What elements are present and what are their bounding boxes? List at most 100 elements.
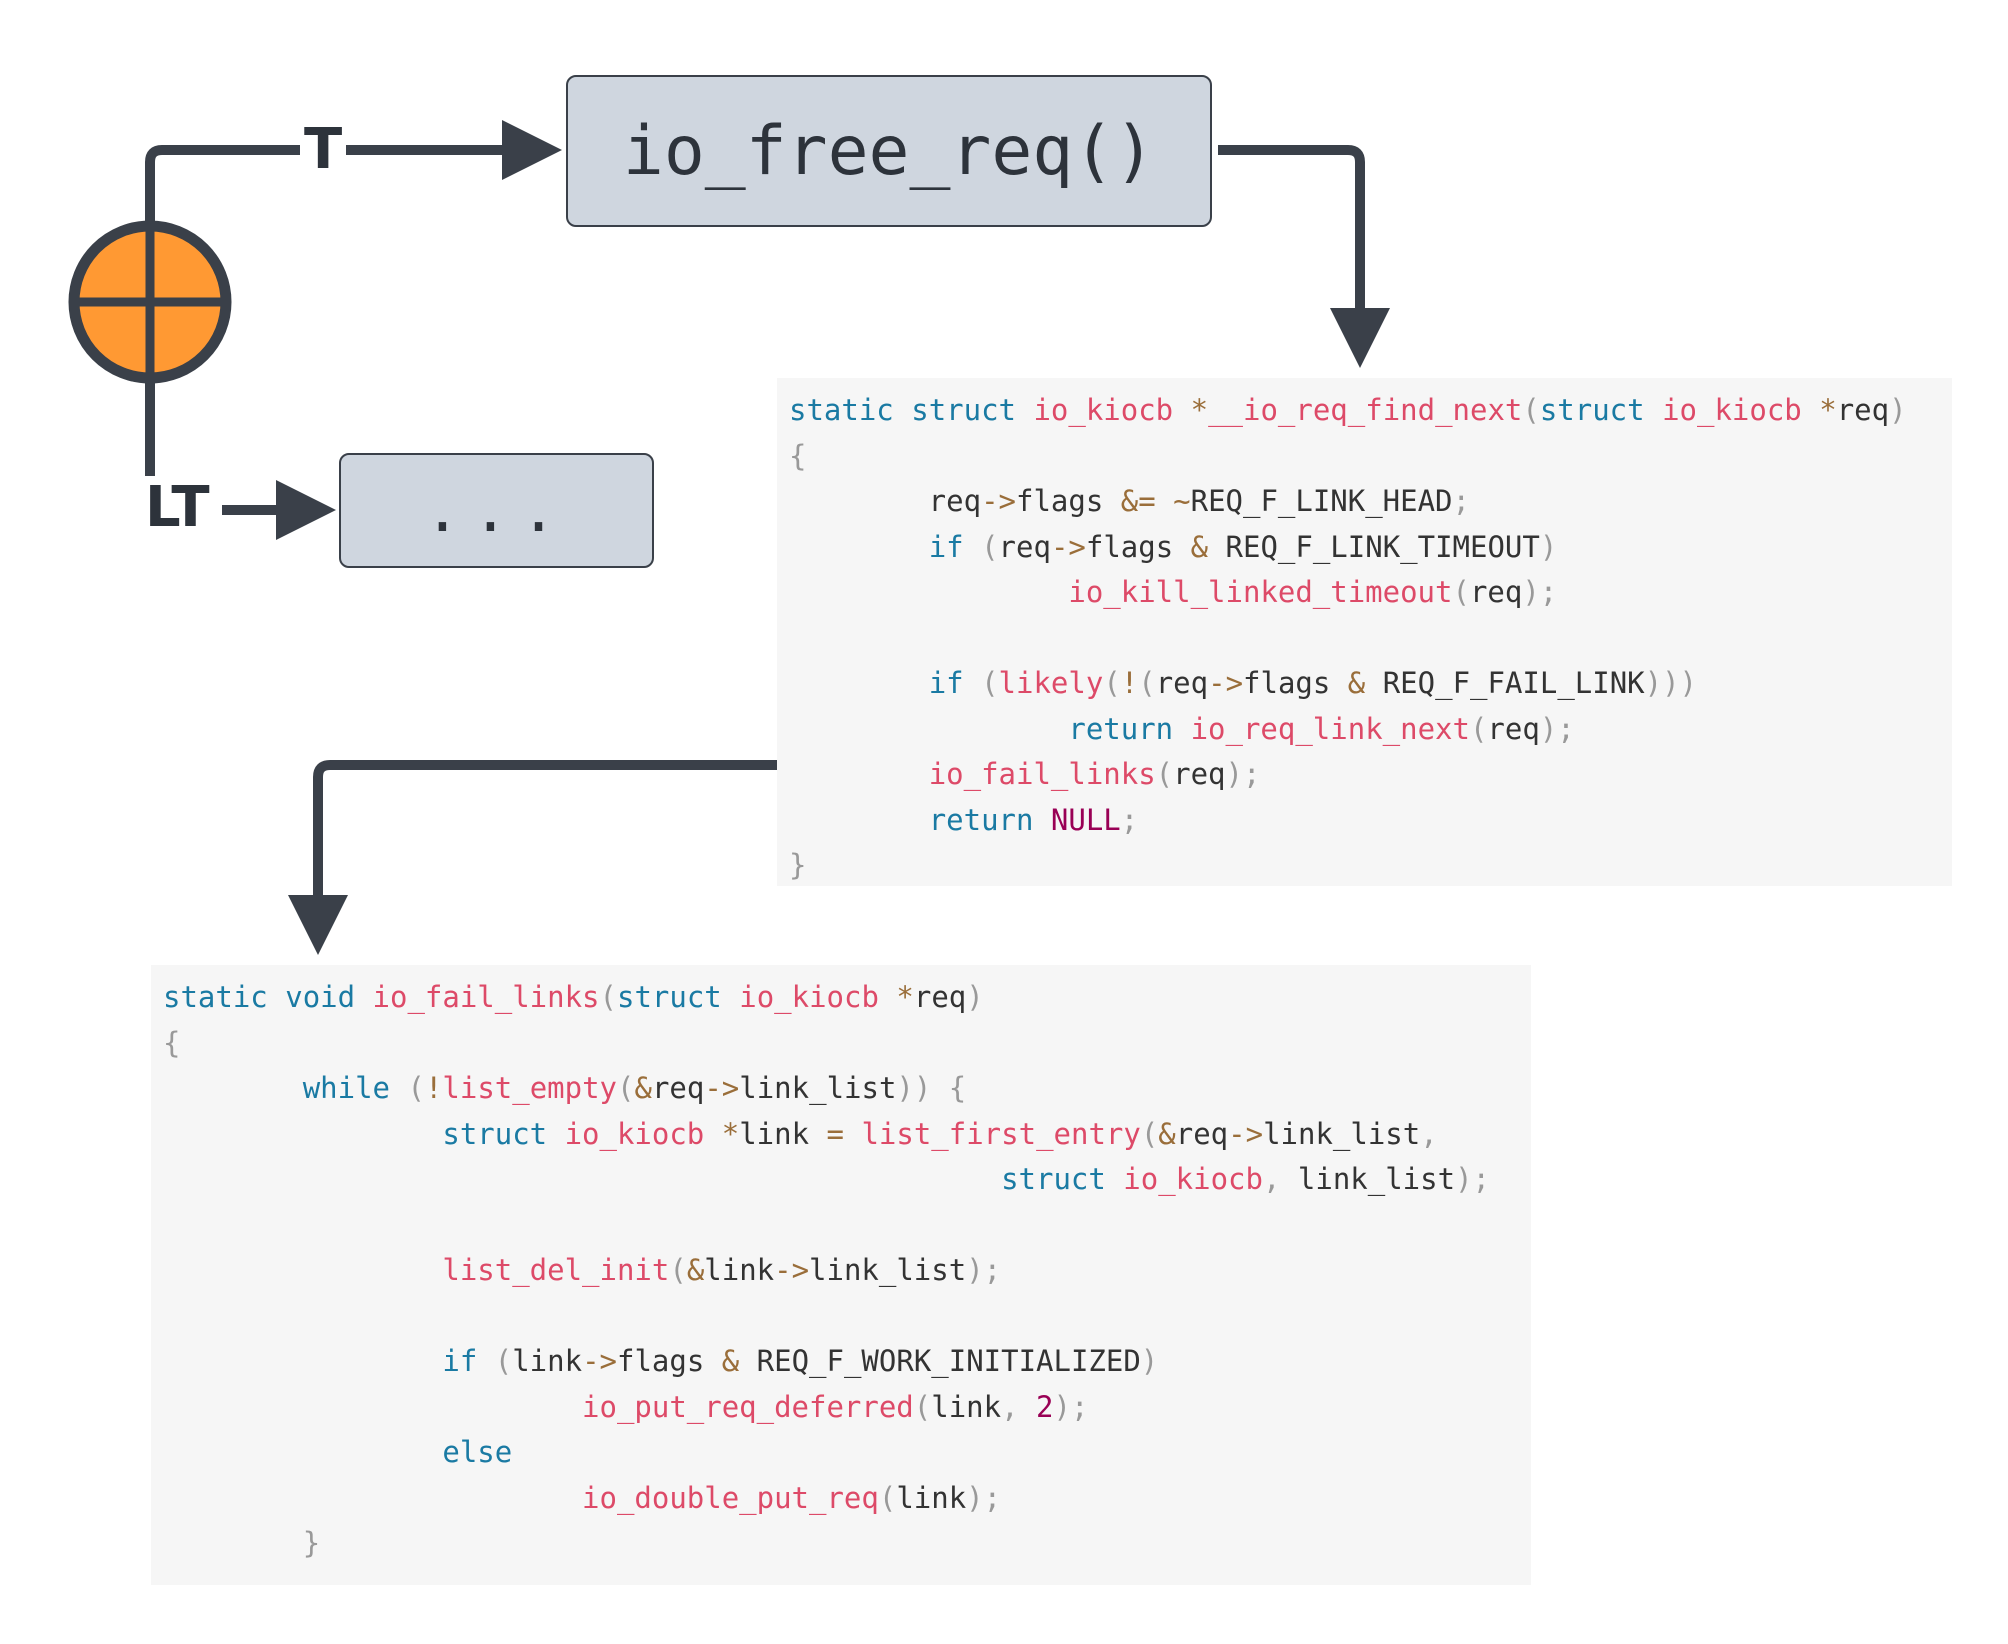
edge-label-t: T: [300, 122, 347, 178]
code-token: REQ_F_FAIL_LINK: [1365, 666, 1645, 700]
code-token: &: [1190, 529, 1209, 564]
code-token: (: [1155, 757, 1174, 791]
code-token: ->: [1228, 1116, 1264, 1151]
code-token: req: [1173, 757, 1226, 791]
code-line: }: [163, 1521, 1531, 1567]
code-line: return io_req_link_next(req);: [789, 707, 1952, 753]
code-token: link: [704, 1253, 775, 1287]
code-token: [1645, 393, 1662, 427]
code-token: [477, 1344, 494, 1378]
code-token: io_req_link_next: [1190, 711, 1470, 746]
code-token: [268, 980, 285, 1014]
code-token: (: [669, 1253, 687, 1287]
code-token: while: [302, 1071, 390, 1105]
code-token: (: [1522, 393, 1540, 427]
code-token: }: [302, 1526, 321, 1560]
code-line: }: [789, 843, 1952, 889]
code-token: &: [721, 1344, 740, 1378]
code-token: link: [896, 1480, 967, 1515]
code-token: [1033, 803, 1050, 837]
code-token: {: [948, 1071, 967, 1105]
code-token: io_kiocb: [1662, 393, 1802, 427]
code-token: else: [442, 1435, 513, 1469]
code-token: link: [512, 1344, 583, 1378]
code-token: );: [1455, 1162, 1490, 1196]
code-token: ;: [1452, 484, 1470, 518]
code-token: io_kiocb: [1123, 1162, 1263, 1196]
merge-node-icon: [68, 220, 232, 384]
code-token: link: [931, 1389, 1002, 1424]
code-line: while (!list_empty(&req->link_list)) {: [163, 1066, 1531, 1112]
code-line: if (likely(!(req->flags & REQ_F_FAIL_LIN…: [789, 661, 1952, 707]
code-token: (: [981, 529, 999, 564]
code-token: flags: [1015, 484, 1121, 518]
code-token: ))): [1644, 666, 1698, 700]
code-token: 2: [1036, 1389, 1054, 1424]
code-token: [1173, 712, 1190, 746]
code-token: NULL: [1050, 802, 1121, 837]
code-token: REQ_F_LINK_TIMEOUT: [1208, 529, 1540, 564]
code-token: [894, 393, 911, 427]
code-token: link: [739, 1116, 827, 1151]
code-token: (: [981, 666, 999, 700]
code-token: io_kiocb: [1033, 393, 1174, 427]
code-line: io_kill_linked_timeout(req);: [789, 570, 1952, 616]
code-token: REQ_F_WORK_INITIALIZED: [739, 1344, 1141, 1378]
code-token: [789, 803, 929, 837]
code-line: if (req->flags & REQ_F_LINK_TIMEOUT): [789, 525, 1952, 571]
code-token: [1156, 484, 1173, 518]
code-token: );: [1225, 757, 1261, 791]
code-token: );: [966, 1480, 1002, 1515]
edge-label-lt: LT: [141, 480, 214, 536]
ellipsis-box: ...: [339, 453, 654, 568]
code-token: ->: [981, 484, 1016, 518]
code-token: (: [617, 1071, 635, 1105]
code-token: [964, 666, 981, 700]
code-block-io-fail-links: static void io_fail_links(struct io_kioc…: [151, 965, 1531, 1585]
code-token: ->: [704, 1071, 740, 1105]
code-token: [789, 575, 1068, 609]
code-token: [163, 1117, 442, 1151]
code-token: [879, 980, 896, 1014]
code-token: [547, 1117, 564, 1151]
edge-find-next-to-fail-links-arrow: [288, 760, 777, 955]
code-token: (: [599, 980, 617, 1014]
code-token: &: [1158, 1116, 1176, 1151]
code-token: [704, 1117, 721, 1151]
code-token: link_list: [1280, 1162, 1456, 1196]
code-token: io_fail_links: [372, 980, 600, 1014]
code-token: [163, 1435, 442, 1469]
code-token: struct: [617, 980, 722, 1014]
edge-free-to-find-next-arrow: [1218, 145, 1390, 368]
code-token: [163, 1071, 303, 1105]
code-token: likely: [998, 666, 1104, 700]
code-line: {: [163, 1021, 1531, 1067]
code-token: req: [1155, 666, 1209, 700]
code-token: (: [878, 1480, 897, 1515]
code-token: req: [1175, 1116, 1229, 1151]
code-token: return: [928, 802, 1034, 837]
code-line: struct io_kiocb *link = list_first_entry…: [163, 1112, 1531, 1158]
code-token: [789, 712, 1068, 746]
code-token: list_empty: [442, 1071, 618, 1105]
code-line: {: [789, 434, 1952, 480]
code-token: );: [966, 1253, 1002, 1287]
code-token: ,: [1001, 1389, 1019, 1424]
code-token: (: [494, 1344, 513, 1378]
code-token: if: [928, 666, 964, 700]
code-line: static void io_fail_links(struct io_kioc…: [163, 975, 1531, 1021]
code-token: !: [1120, 666, 1139, 700]
code-token: if: [442, 1344, 478, 1378]
code-line: struct io_kiocb, link_list);: [163, 1157, 1531, 1203]
code-token: struct: [911, 393, 1016, 427]
code-token: *: [896, 980, 914, 1014]
code-token: req: [1836, 393, 1890, 427]
code-token: struct: [442, 1116, 548, 1151]
code-token: [1802, 393, 1819, 427]
code-token: ~: [1173, 484, 1191, 518]
code-token: io_double_put_req: [582, 1480, 879, 1515]
code-token: [163, 1526, 303, 1560]
code-token: return: [1068, 711, 1174, 746]
code-token: [722, 980, 739, 1014]
